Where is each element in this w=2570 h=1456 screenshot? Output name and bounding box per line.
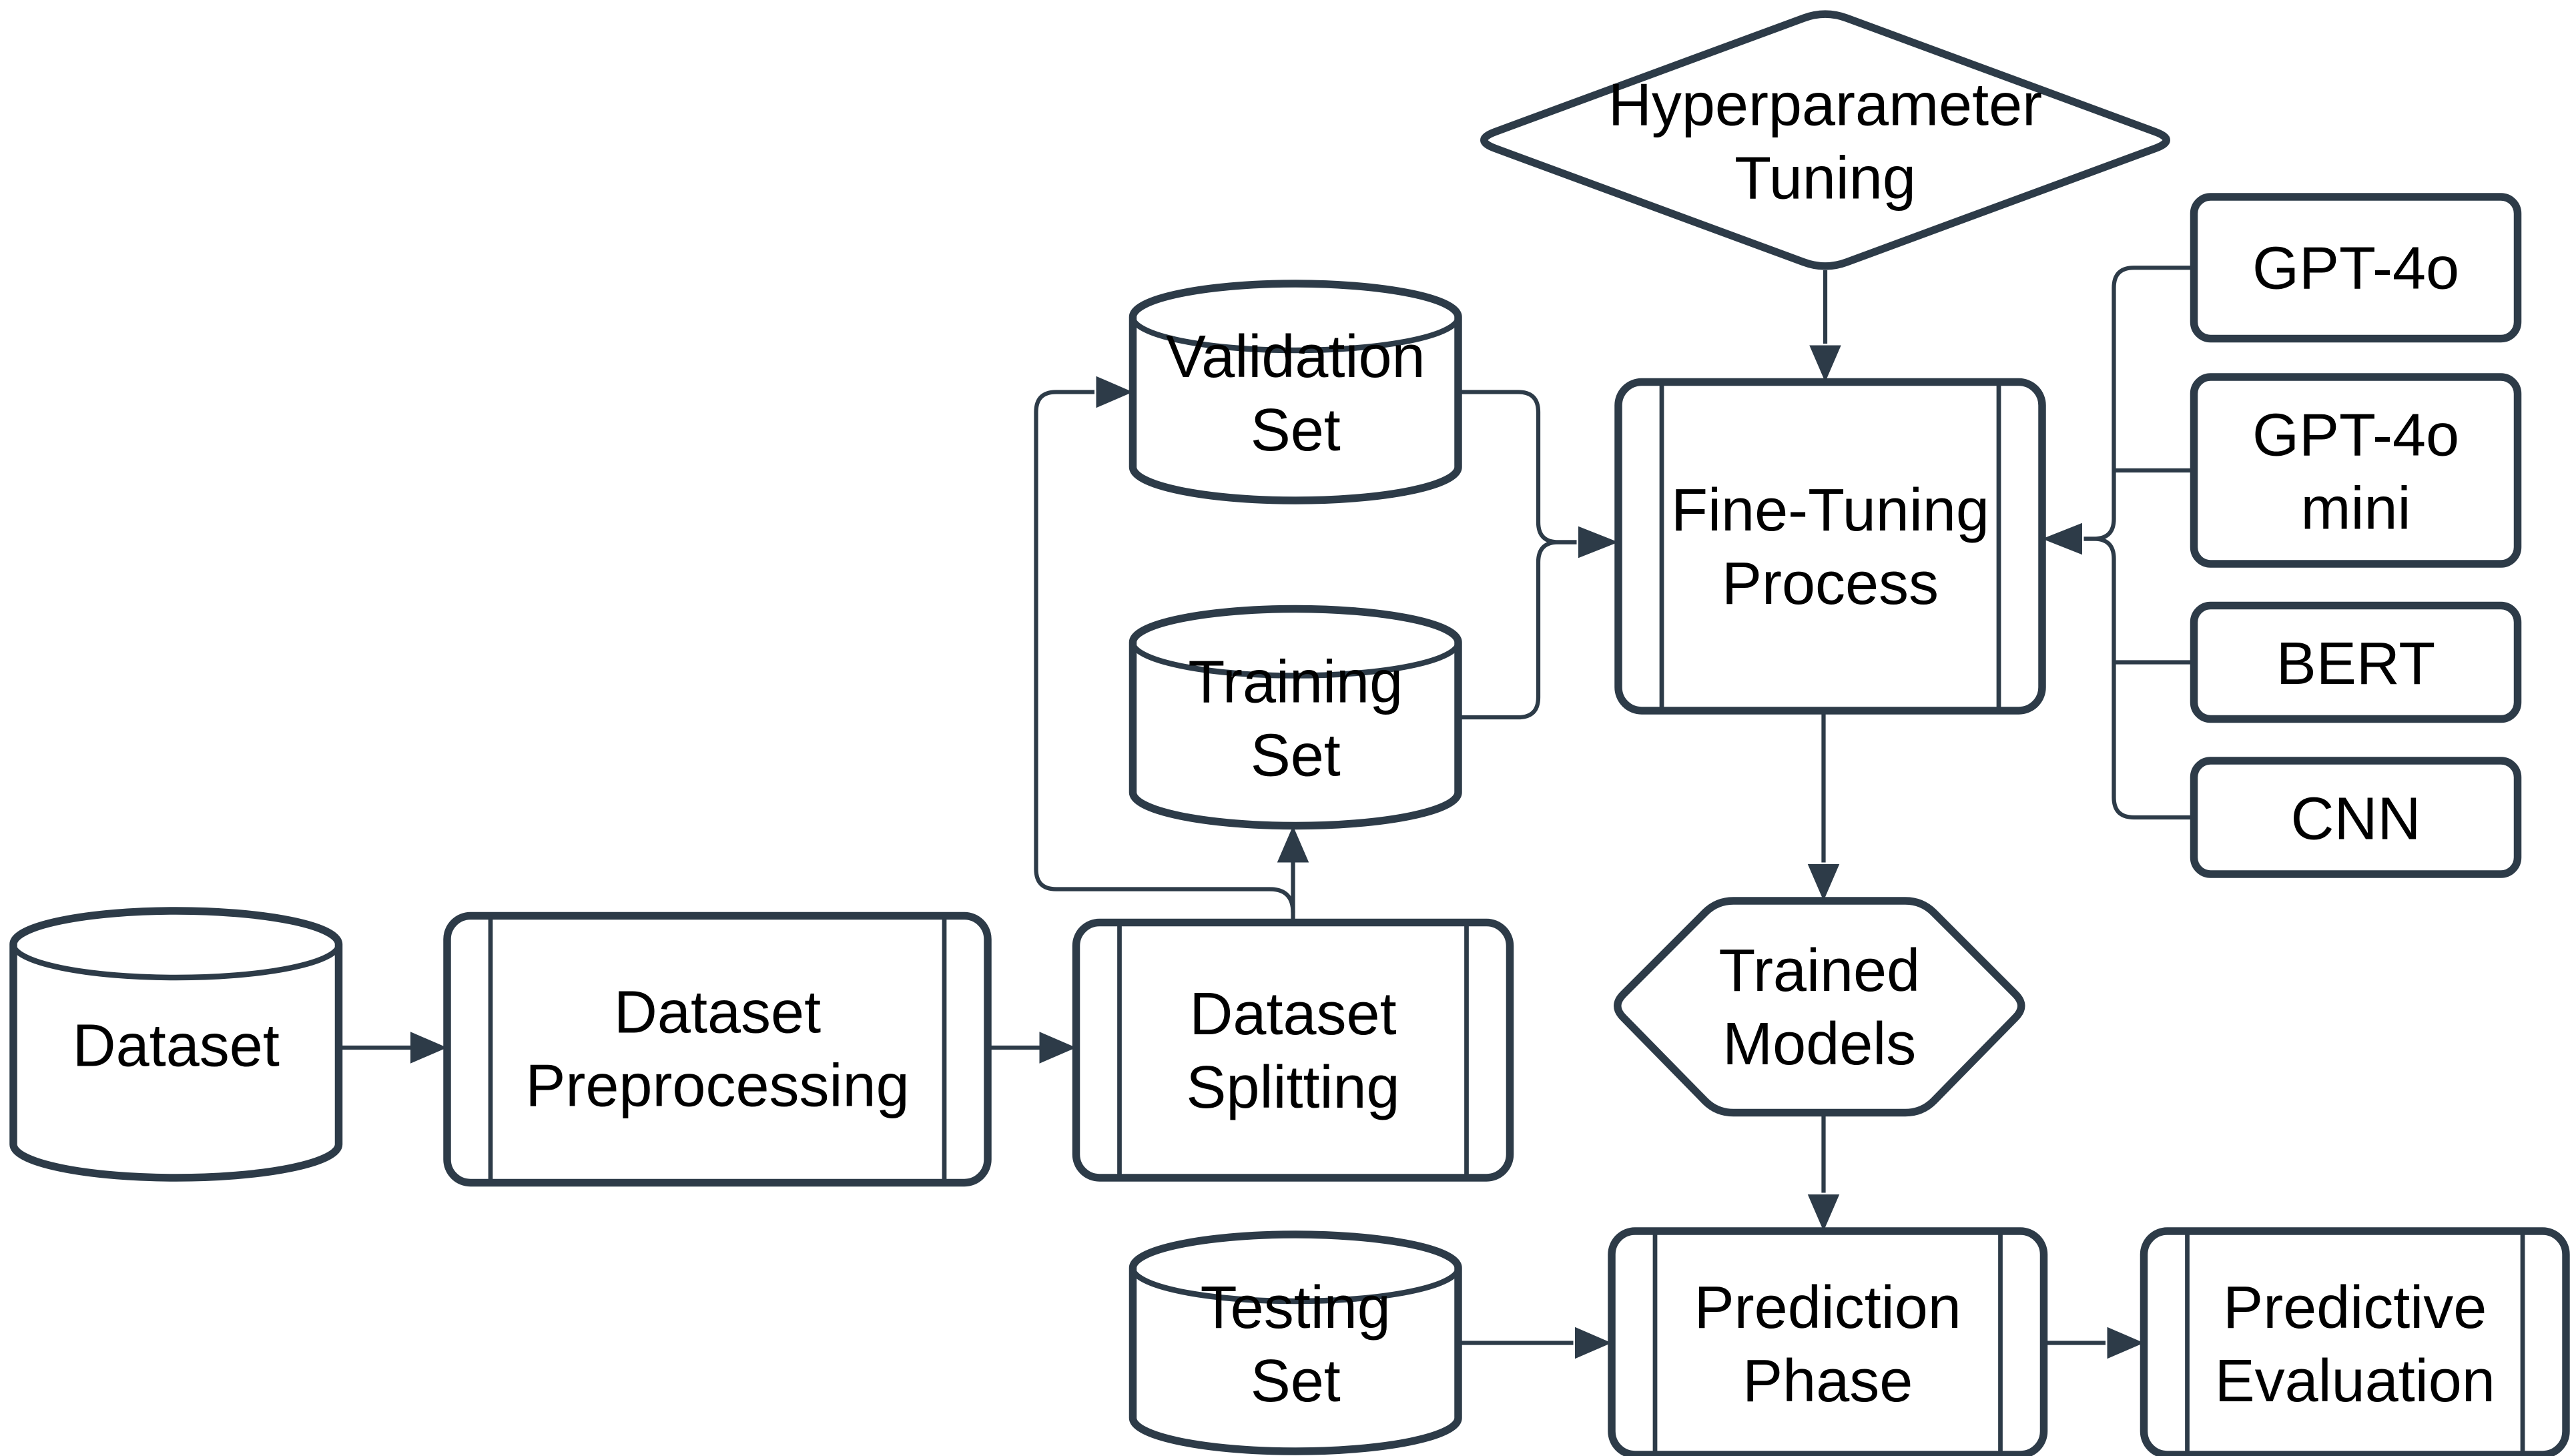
edge-training-to-fine-tuning — [1458, 540, 1577, 720]
node-label: Predictive — [2223, 1275, 2487, 1341]
cylinder-shape — [1129, 1230, 1462, 1455]
node-label: Dataset — [73, 1013, 280, 1080]
node-fine-tuning-process: Fine-Tuning Process — [1614, 378, 2046, 715]
arrowhead-splitting-to-training-set — [1277, 825, 1309, 863]
edge-gpt4o-to-fine-tuning — [2083, 266, 2194, 541]
node-dataset-preprocessing: Dataset Preprocessing — [443, 912, 992, 1187]
diamond-shape — [1480, 10, 2170, 270]
node-label: Testing — [1201, 1275, 1391, 1341]
cylinder-rim — [1130, 642, 1462, 679]
predefined-process-shape — [1614, 378, 2046, 715]
predefined-process-shape — [1608, 1227, 2048, 1456]
node-label: CNN — [2291, 786, 2421, 853]
node-label: Set — [1251, 1348, 1341, 1415]
node-label: Hyperparameter — [1608, 72, 2042, 139]
node-bert: BERT — [2190, 601, 2522, 723]
arrowhead-prediction-to-evaluation — [2107, 1327, 2144, 1359]
node-prediction-phase: Prediction Phase — [1608, 1227, 2048, 1456]
node-label: GPT-4o — [2252, 402, 2459, 469]
node-testing-set: Testing Set — [1129, 1230, 1462, 1455]
node-label: Phase — [1742, 1348, 1913, 1415]
rounded-rect-shape — [2190, 373, 2522, 568]
node-hyperparameter-tuning: Hyperparameter Tuning — [1480, 10, 2170, 270]
node-label: Trained — [1718, 938, 1920, 1004]
edge-validation-to-fine-tuning — [1458, 390, 1577, 544]
arrowhead-splitting-to-validation-set — [1096, 376, 1133, 408]
node-cnn: CNN — [2190, 757, 2522, 878]
arrowhead-preprocessing-to-splitting — [1039, 1032, 1076, 1064]
node-dataset: Dataset — [9, 907, 343, 1182]
node-label: Validation — [1166, 324, 1425, 390]
node-label: Training — [1188, 649, 1403, 716]
arrowhead-sets-to-fine-tuning — [1578, 526, 1618, 559]
node-predictive-evaluation: Predictive Evaluation — [2140, 1227, 2570, 1456]
cylinder-rim — [10, 944, 342, 981]
node-label: Prediction — [1694, 1275, 1961, 1341]
edge-cnn-to-fine-tuning — [2083, 536, 2194, 820]
node-label: Fine-Tuning — [1671, 477, 1989, 544]
edges-layer — [338, 266, 2194, 1359]
arrowhead-testing-to-prediction — [1575, 1327, 1612, 1359]
cylinder-shape — [1129, 280, 1462, 504]
arrowhead-trained-models-to-prediction — [1807, 1194, 1840, 1231]
rounded-rect-shape — [2190, 601, 2522, 723]
arrowhead-fine-tuning-to-trained-models — [1807, 864, 1840, 901]
cylinder-shape — [9, 907, 343, 1182]
arrowhead-dataset-to-preprocessing — [410, 1032, 447, 1064]
node-gpt-4o-mini: GPT-4o mini — [2190, 373, 2522, 568]
node-validation-set: Validation Set — [1129, 280, 1462, 504]
node-label: Splitting — [1186, 1054, 1399, 1121]
node-gpt-4o: GPT-4o — [2190, 193, 2522, 343]
hexagon-shape — [1614, 897, 2025, 1117]
node-label: Tuning — [1734, 145, 1916, 212]
predefined-process-shape — [1072, 918, 1514, 1182]
arrowhead-hyperparameter-to-fine-tuning — [1809, 345, 1841, 382]
node-label: Dataset — [1189, 981, 1396, 1048]
node-dataset-splitting: Dataset Splitting — [1072, 918, 1514, 1182]
rounded-rect-shape — [2190, 193, 2522, 343]
rounded-rect-shape — [2190, 757, 2522, 878]
node-label: mini — [2300, 476, 2411, 542]
predefined-process-shape — [2140, 1227, 2570, 1456]
node-training-set: Training Set — [1129, 605, 1462, 830]
node-label: Preprocessing — [525, 1053, 909, 1120]
arrowhead-models-to-fine-tuning — [2042, 522, 2082, 555]
node-trained-models: Trained Models — [1614, 897, 2025, 1117]
node-label: GPT-4o — [2252, 236, 2459, 302]
predefined-process-shape — [443, 912, 992, 1187]
node-label: Set — [1251, 397, 1341, 464]
cylinder-rim — [1130, 1267, 1462, 1305]
node-label: Set — [1251, 723, 1341, 789]
cylinder-shape — [1129, 605, 1462, 830]
node-label: Models — [1722, 1011, 1916, 1078]
node-label: Evaluation — [2215, 1348, 2495, 1415]
cylinder-rim — [1130, 316, 1462, 354]
node-label: BERT — [2276, 631, 2435, 697]
node-label: Process — [1722, 551, 1939, 617]
node-label: Dataset — [614, 980, 821, 1046]
edge-splitting-to-validation-set — [1034, 390, 1295, 913]
